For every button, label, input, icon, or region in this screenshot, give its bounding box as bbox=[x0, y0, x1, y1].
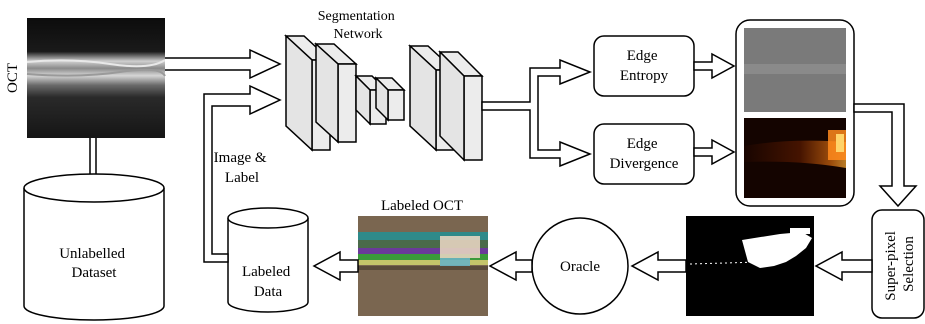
edge-divergence-label: Edge Divergence bbox=[610, 136, 679, 172]
edge-entropy-box bbox=[593, 35, 695, 97]
maps-to-selection-arrow bbox=[853, 103, 918, 208]
edge-divergence-map bbox=[744, 118, 846, 198]
edge-divergence-box bbox=[593, 123, 695, 185]
superpixel-selection-label: Super-pixel Selection bbox=[883, 227, 917, 300]
encoder-layer-2 bbox=[314, 42, 358, 144]
labeled-data-cylinder bbox=[227, 207, 309, 313]
selection-to-mask-arrow bbox=[814, 250, 873, 282]
oracle-to-labeled-arrow bbox=[488, 250, 533, 282]
segmentation-network bbox=[284, 34, 484, 162]
feedback-to-network-arrow bbox=[203, 84, 282, 263]
segmentation-network-label: Segmentation Network bbox=[318, 9, 399, 42]
oct-label: OCT bbox=[5, 63, 21, 93]
superpixel-mask-image bbox=[686, 216, 814, 316]
edge-entropy-label: Edge Entropy bbox=[620, 48, 669, 84]
divergence-to-map-arrow bbox=[693, 138, 736, 166]
image-label-caption: Image & Label bbox=[214, 150, 271, 186]
mask-to-oracle-arrow bbox=[630, 250, 687, 282]
labeled-oct-label: Labeled OCT bbox=[381, 198, 463, 214]
decoder-layer-2 bbox=[438, 50, 484, 162]
unlabelled-dataset-label: Unlabelled Dataset bbox=[59, 246, 129, 281]
labeled-oct-image bbox=[358, 216, 488, 316]
labeled-data-label: Labeled Data bbox=[242, 264, 294, 300]
oct-to-network-arrow bbox=[165, 48, 282, 80]
labeled-to-data-arrow bbox=[312, 250, 359, 282]
bottleneck-layer-2 bbox=[374, 76, 406, 122]
unlabelled-dataset-cylinder bbox=[23, 173, 165, 321]
edge-entropy-map-band bbox=[744, 64, 846, 74]
network-branch-connector bbox=[481, 58, 593, 168]
oracle-label: Oracle bbox=[560, 259, 600, 275]
entropy-to-map-arrow bbox=[693, 52, 736, 80]
oct-image bbox=[26, 18, 166, 138]
